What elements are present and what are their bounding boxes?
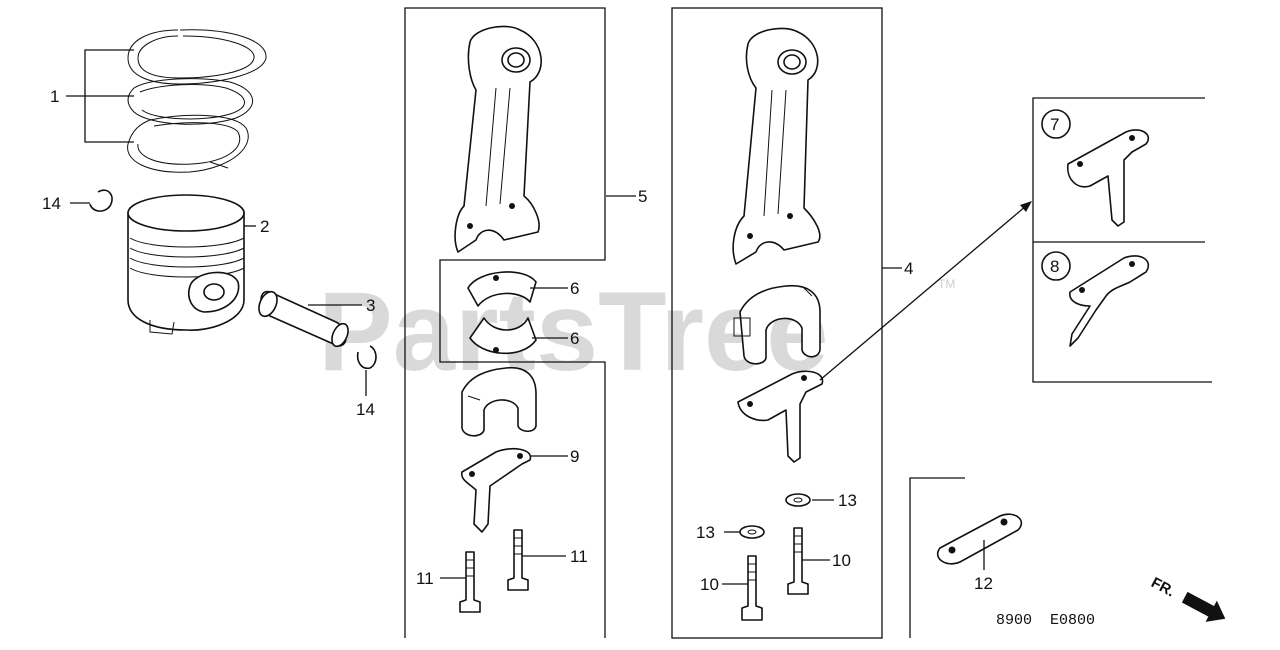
- callout-6b-label: 6: [570, 329, 579, 348]
- washers-13: 13 13: [696, 491, 857, 542]
- piston: 2: [127, 194, 269, 335]
- group-frames: [404, 7, 1212, 639]
- rod-cap-5: [461, 366, 537, 437]
- detail-part-7: 7: [1041, 109, 1150, 227]
- detail-part-8: 8: [1041, 251, 1149, 347]
- front-direction: FR.: [1148, 574, 1226, 622]
- oil-dipper-4: [737, 370, 824, 463]
- callout-5-label: 5: [638, 187, 647, 206]
- callout-6a-label: 6: [570, 279, 579, 298]
- watermark-trademark: TM: [938, 277, 955, 291]
- callout-9-label: 9: [570, 447, 579, 466]
- front-direction-label: FR.: [1148, 574, 1177, 600]
- bolts-11: 11 11: [416, 529, 588, 613]
- plate-frame: [909, 477, 965, 638]
- detail-frame: [1032, 97, 1212, 383]
- callout-4-label: 4: [904, 259, 913, 278]
- callout-13a-label: 13: [696, 523, 715, 542]
- circlip-left: 14: [42, 189, 113, 213]
- front-arrow-icon: [1181, 591, 1226, 622]
- rod-cap-4: [733, 284, 821, 365]
- callout-14a-label: 14: [42, 194, 61, 213]
- callout-8-label: 8: [1050, 257, 1059, 276]
- bearing-halves: 6 6: [467, 271, 579, 355]
- detail-leader: [819, 201, 1032, 381]
- callout-11b-label: 11: [570, 547, 588, 566]
- callout-1: 1: [50, 49, 134, 143]
- piston-pin: 3: [258, 290, 375, 348]
- connecting-rod-5: 5: [454, 25, 647, 253]
- circlip-right: 14: [356, 345, 377, 419]
- connecting-rod-4: 4: [732, 27, 913, 278]
- plate-12: 12: [936, 513, 1023, 593]
- callout-10a-label: 10: [700, 575, 719, 594]
- piston-rings: [127, 29, 267, 173]
- drawing-code-left: 8900: [996, 612, 1032, 629]
- callout-2-label: 2: [260, 217, 269, 236]
- callout-1-label: 1: [50, 87, 59, 106]
- watermark: PartsTree TM: [318, 269, 955, 394]
- callout-7-label: 7: [1050, 115, 1059, 134]
- oil-dipper-9: 9: [460, 447, 579, 533]
- drawing-codes: 8900 E0800: [996, 612, 1095, 629]
- callout-14b-label: 14: [356, 400, 375, 419]
- callout-13b-label: 13: [838, 491, 857, 510]
- callout-10b-label: 10: [832, 551, 851, 570]
- drawing-code-right: E0800: [1050, 612, 1095, 629]
- callout-3-label: 3: [366, 296, 375, 315]
- assembly-4-frame: [671, 7, 883, 639]
- bolts-10: 10 10: [700, 527, 851, 621]
- callout-12-label: 12: [974, 574, 993, 593]
- callout-11a-label: 11: [416, 569, 434, 588]
- assembly-5-frame: [404, 7, 606, 638]
